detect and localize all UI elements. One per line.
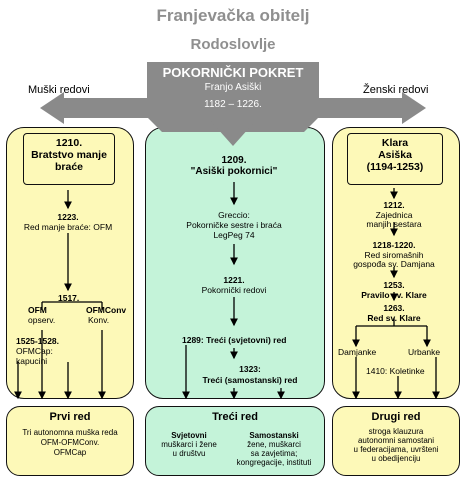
event-1263-year: 1263. [383, 303, 405, 313]
greccio-line2: Pokorničke sestre i braća [186, 220, 282, 230]
banner-shape [64, 62, 402, 132]
event-1212-line1: Zajednica [375, 210, 413, 220]
first-order-line2: OFM-OFMConv. [40, 438, 100, 447]
event-1289: 1289: Treći (svjetovni) red [182, 335, 287, 345]
event-1212-line2: manjih sestara [366, 219, 422, 229]
banner-arrow-left [40, 92, 64, 124]
first-order-line1: Tri autonomna muška reda [22, 428, 118, 437]
event-1209-text: "Asiški pokornici" [190, 166, 278, 177]
event-1221-year: 1221. [223, 275, 245, 285]
event-1221-text: Pokornički redovi [201, 285, 267, 295]
event-1223-year: 1223. [57, 212, 79, 222]
third-monastic-line3: kongregacije, instituti [236, 458, 312, 467]
banner-arrow-right [402, 92, 426, 124]
second-order-title: Drugi red [371, 411, 421, 423]
label-female-orders: Ženski redovi [363, 84, 429, 96]
event-1263-text: Red sv. Klare [367, 313, 421, 323]
event-1323-year: 1323: [239, 364, 261, 374]
box-third-order: Treći red Svjetovni muškarci i žene u dr… [145, 406, 325, 476]
first-order-line3: OFMCap [53, 448, 87, 457]
diagram-subtitle: Rodoslovlje [190, 36, 276, 53]
ofm-label: OFM [28, 305, 47, 315]
third-order-title: Treći red [212, 411, 258, 423]
event-1209-year: 1209. [221, 155, 247, 166]
third-secular-title: Svjetovni [171, 431, 207, 440]
greccio-line3: LegPeg 74 [213, 230, 255, 240]
third-secular-line1: muškarci i žene [161, 440, 217, 449]
fraternity-line1: Bratstvo manje [31, 149, 107, 161]
third-monastic-line1: žene, muškarci [247, 440, 301, 449]
event-1517: 1517. [58, 293, 80, 303]
event-1253-text: Pravilo sv. Klare [361, 290, 427, 300]
box-second-order: Drugi red stroga klauzura autonomni samo… [332, 406, 460, 476]
greccio-line1: Greccio: [218, 210, 250, 220]
fraternity-line2: braće [54, 161, 84, 173]
event-1525-year: 1525-1528. [16, 336, 60, 346]
second-order-line2: autonomni samostani [357, 436, 435, 445]
urbanke-label: Urbanke [408, 347, 441, 357]
event-1525-line2: kapucini [16, 356, 48, 366]
first-order-title: Prvi red [49, 411, 91, 423]
ofm-sub: opserv. [28, 315, 56, 325]
banner-founder: Franjo Asiški [204, 82, 262, 93]
clare-line3: (1194-1253) [366, 161, 424, 173]
event-1212-year: 1212. [383, 200, 405, 210]
event-1410: 1410: Koletinke [366, 366, 425, 376]
damjanke-label: Damjanke [338, 347, 377, 357]
clare-line1: Klara [381, 137, 409, 149]
ofmconv-sub: Konv. [88, 315, 110, 325]
box-first-order: Prvi red Tri autonomna muška reda OFM-OF… [6, 406, 134, 476]
event-1218-line1: Red siromašnih [364, 250, 424, 260]
event-1223-text: Red manje braće: OFM [23, 222, 113, 232]
fraternity-year: 1210. [55, 137, 83, 149]
third-monastic-title: Samostanski [249, 431, 299, 440]
event-1218-year: 1218-1220. [372, 240, 416, 250]
clare-line2: Asiška [378, 149, 412, 161]
banner-years: 1182 – 1226. [204, 99, 262, 110]
event-1253-year: 1253. [383, 280, 405, 290]
banner-arrow-down [208, 118, 258, 146]
box-fraternity: 1210. Bratstvo manje braće [23, 133, 115, 185]
event-1525-line1: OFMCap: [16, 346, 53, 356]
diagram-title: Franjevačka obitelj [156, 6, 310, 25]
third-secular-line2: u društvu [172, 449, 206, 458]
label-male-orders: Muški redovi [28, 84, 90, 96]
box-clare: Klara Asiška (1194-1253) [347, 133, 443, 185]
event-1218-line2: gospođa sv. Damjana [353, 259, 435, 269]
banner-title: POKORNIČKI POKRET [162, 65, 304, 80]
ofmconv-label: OFMConv [86, 305, 127, 315]
event-1323-text: Treći (samostanski) red [202, 375, 298, 385]
third-monastic-line2: sa zavjetima; [250, 449, 298, 458]
second-order-line1: stroga klauzura [368, 427, 424, 436]
second-order-line3: u federacijama, uvršteni [353, 445, 439, 454]
second-order-line4: u obedijenciju [371, 454, 421, 463]
